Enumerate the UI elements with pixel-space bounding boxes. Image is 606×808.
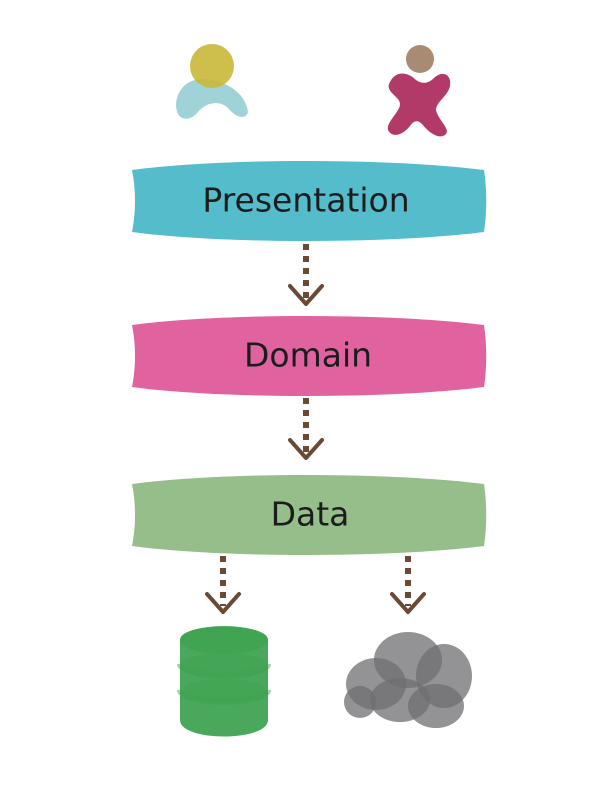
layer-domain: Domain: [132, 316, 487, 396]
database-icon: [177, 626, 271, 737]
arrow-data-to-cloud: [390, 556, 426, 614]
layer-data-label: Data: [271, 495, 350, 534]
user-head-right: [406, 45, 434, 73]
layer-data: Data: [132, 475, 487, 555]
user-head-left: [190, 44, 234, 88]
user-icon-left: [176, 44, 248, 119]
cloud-icon: [344, 632, 472, 728]
arrow-presentation-to-domain: [288, 244, 324, 306]
layer-presentation: Presentation: [132, 161, 487, 241]
user-body-right: [387, 73, 451, 137]
user-body-left: [176, 79, 248, 119]
arrow-domain-to-data: [288, 398, 324, 460]
user-icon-right: [387, 45, 451, 137]
arrow-data-to-database: [205, 556, 241, 614]
layer-presentation-label: Presentation: [202, 181, 409, 220]
layer-domain-label: Domain: [244, 336, 372, 375]
